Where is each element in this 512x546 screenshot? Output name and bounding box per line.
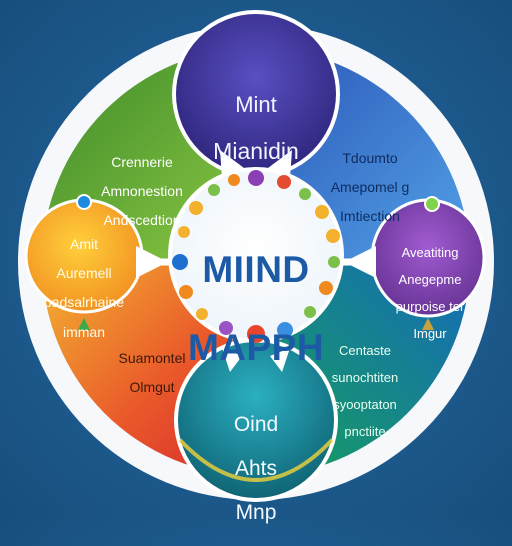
node-bottom-accent [178, 438, 334, 482]
node-lower-right-line-3: syooptaton [333, 397, 397, 413]
node-lower-right-line-4: pnctiite [344, 424, 386, 440]
node-lower-left-text: Suamontel Olmgut [92, 336, 212, 409]
node-upper-right-line-3: Imtiection [340, 208, 400, 225]
bead [277, 175, 291, 189]
bead [178, 226, 190, 238]
bead [319, 281, 333, 295]
bead-bottom [247, 325, 265, 343]
node-bottom-line-2: Ahts [234, 457, 278, 481]
node-bottom-line-3: Mnp [235, 501, 277, 525]
node-left-line-1: Amit [70, 235, 98, 252]
bead [196, 308, 208, 320]
node-right-line-2: Anegepme [398, 271, 462, 287]
center-title-line-2: MAPPH [187, 326, 325, 368]
mind-map-diagram: Mint Mianidin Crennerie Amnonestion Ands… [26, 12, 484, 524]
bead [179, 285, 193, 299]
node-top-line-2: Mianidin [213, 138, 299, 165]
bead [219, 321, 233, 335]
node-upper-left-line-3: Andscedtion [103, 212, 181, 229]
node-lower-left-line-2: Olmgut [129, 379, 175, 396]
node-lower-right-text: Centaste sunochtiten syooptaton pnctiite [302, 330, 428, 453]
node-lower-right-line-2: sunochtiten [331, 369, 399, 385]
center-title: MIIND MAPPH [182, 212, 330, 406]
bead [315, 205, 329, 219]
bead [304, 306, 316, 318]
center-bead-ring [172, 170, 340, 343]
node-upper-left-line-2: Amnonestion [101, 183, 183, 200]
mind-map-graphic [26, 12, 484, 500]
node-bottom-line-1: Oind [233, 413, 279, 437]
bead [189, 201, 203, 215]
bead-top [248, 170, 264, 186]
arrow-bottom-right [270, 348, 290, 372]
marker-right [422, 318, 434, 330]
node-lower-left-line-1: Suamontel [118, 349, 186, 366]
bead [172, 254, 188, 270]
node-right-line-3: purpoise ter [395, 299, 465, 315]
node-upper-left-text: Crennerie Amnonestion Andscedtion [72, 140, 212, 243]
node-right-line-4: Imgur [413, 326, 447, 342]
bead [277, 322, 293, 338]
arrow-top-right [268, 150, 292, 178]
node-left-line-4: imman [62, 323, 105, 340]
node-left-line-3: padsalrhaine [43, 294, 125, 311]
arrow-left [136, 246, 168, 278]
center-title-line-1: MIIND [202, 248, 310, 290]
bead [328, 256, 340, 268]
arrow-top-left [220, 150, 244, 178]
arrow-right [344, 246, 376, 278]
bead [208, 184, 220, 196]
node-top-line-1: Mint [235, 92, 277, 118]
node-top-text: Mint Mianidin [186, 70, 326, 187]
node-right-text: Aveatiting Anegepme purpoise ter Imgur [378, 232, 482, 355]
node-right-line-1: Aveatiting [401, 244, 459, 260]
bead [228, 174, 240, 186]
marker-left [78, 318, 90, 330]
node-lower-right-line-1: Centaste [338, 342, 392, 358]
arrow-bottom-left [222, 348, 242, 372]
node-upper-right-line-2: Amepomel g [330, 179, 410, 196]
dot-upper-left [76, 194, 92, 210]
node-upper-left-line-1: Crennerie [111, 153, 173, 170]
node-left-line-2: Auremell [56, 265, 112, 282]
node-bottom-text: Oind Ahts Mnp [196, 392, 316, 546]
node-upper-right-text: Tdoumto Amepomel g Imtiection [300, 136, 440, 239]
node-left-text: Amit Auremell padsalrhaine imman [36, 222, 132, 354]
dot-upper-right [424, 196, 440, 212]
node-upper-right-line-1: Tdoumto [342, 149, 398, 166]
bead [326, 229, 340, 243]
bead [299, 188, 311, 200]
